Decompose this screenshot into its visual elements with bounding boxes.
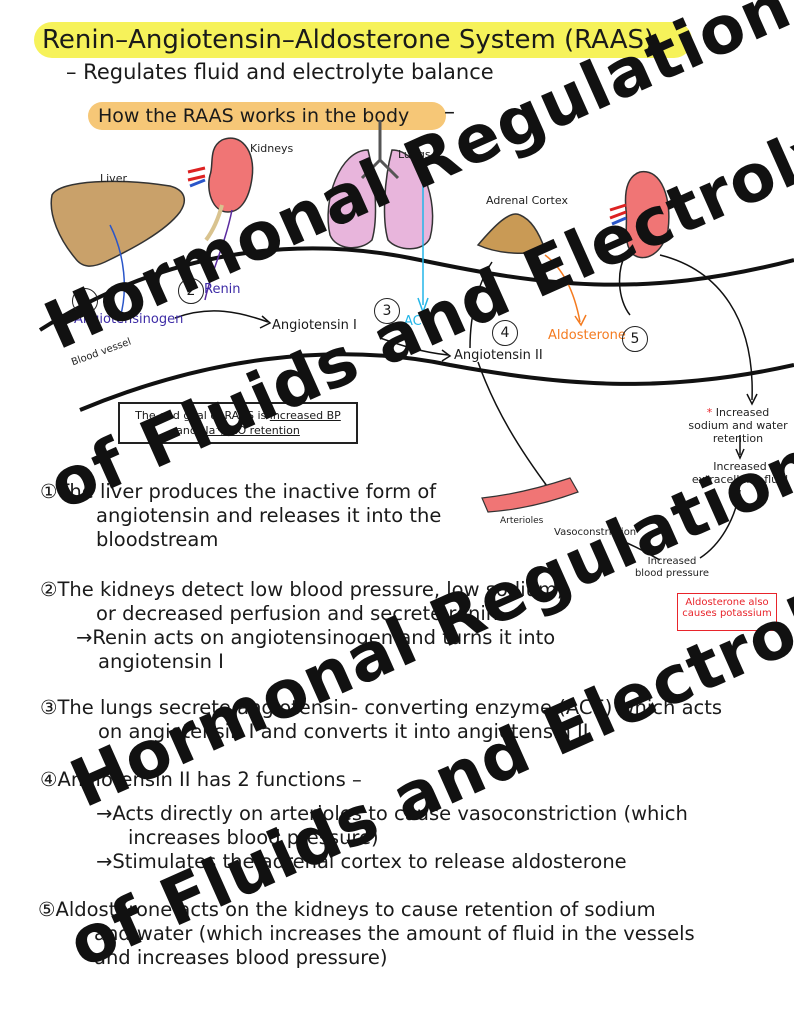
step-number-5: 5 bbox=[622, 326, 648, 352]
blood-vessel-bottom bbox=[79, 352, 794, 412]
step-4-line-1: ④Angiotensin II has 2 functions – bbox=[40, 768, 362, 791]
kidneys-label: Kidneys bbox=[250, 142, 294, 155]
step-3-line-1: ③The lungs secrete angiotensin- converti… bbox=[40, 696, 723, 719]
step-2-line-3: →Renin acts on angiotensinogen and turns… bbox=[76, 626, 556, 649]
retention-star: * bbox=[706, 406, 713, 419]
step-4-line-4: →Stimulates the adrenal cortex to releas… bbox=[96, 850, 627, 873]
retention-label: * Increased sodium and water retention bbox=[688, 406, 788, 445]
step-5-line-3: and increases blood pressure) bbox=[94, 946, 388, 969]
section-heading-dash: – bbox=[444, 100, 455, 125]
angiotensinogen-label: Angiotensinogen bbox=[74, 312, 184, 327]
end-goal-retention: Na⁺/H₂O retention bbox=[200, 424, 300, 437]
end-goal-text-1: The end goal of RAAS is bbox=[135, 409, 270, 422]
arterioles-label: Arterioles bbox=[500, 516, 544, 526]
angiotensin-1-label: Angiotensin I bbox=[272, 318, 357, 333]
end-goal-box: The end goal of RAAS is increased BP and… bbox=[118, 402, 358, 444]
step-2-line-4: angiotensin I bbox=[98, 650, 224, 673]
arteriole-illustration bbox=[481, 477, 579, 513]
page-title: Renin–Angiotensin–Aldosterone System (RA… bbox=[34, 22, 692, 58]
kidney-illustration bbox=[208, 137, 254, 213]
step-1-line-2: angiotensin and releases it into the bbox=[96, 504, 442, 527]
aldosterone-label: Aldosterone bbox=[548, 328, 626, 343]
step-number-1: 1 bbox=[72, 288, 98, 314]
liver-illustration bbox=[50, 180, 186, 267]
step-1-line-3: bloodstream bbox=[96, 528, 219, 551]
step-2-line-1: ②The kidneys detect low blood pressure, … bbox=[40, 578, 564, 601]
step-4-line-3: increases blood pressure) bbox=[128, 826, 379, 849]
end-goal-bp: increased BP bbox=[269, 409, 341, 422]
end-goal-text-2: and bbox=[176, 424, 201, 437]
step-3-line-2: on angiotensin I and converts it into an… bbox=[98, 720, 589, 743]
adrenal-label: Adrenal Cortex bbox=[486, 194, 568, 207]
vasoconstriction-label: Vasoconstriction bbox=[554, 527, 637, 538]
step-number-4: 4 bbox=[492, 320, 518, 346]
lungs-label: Lungs bbox=[398, 148, 431, 161]
renin-label: Renin bbox=[204, 282, 241, 297]
step-1-line-1: ①The liver produces the inactive form of bbox=[40, 480, 437, 503]
blood-vessel-top bbox=[38, 246, 794, 332]
step-2-line-2: or decreased perfusion and secrete renin bbox=[96, 602, 499, 625]
step-number-3: 3 bbox=[374, 298, 400, 324]
step-number-2: 2 bbox=[178, 278, 204, 304]
bp-label: Increased blood pressure bbox=[634, 556, 710, 579]
step-5-line-2: and water (which increases the amount of… bbox=[94, 922, 695, 945]
aldosterone-note-box: Aldosterone also causes potassium bbox=[677, 593, 777, 631]
angiotensin-2-label: Angiotensin II bbox=[454, 348, 543, 363]
ecf-label: Increased extracellular fluid bbox=[691, 460, 789, 486]
liver-label: Liver bbox=[100, 172, 127, 185]
step-5-line-1: ⑤Aldosterone acts on the kidneys to caus… bbox=[38, 898, 656, 921]
ace-label: ACE bbox=[404, 314, 430, 329]
page-subtitle: – Regulates fluid and electrolyte balanc… bbox=[66, 60, 494, 84]
step-4-line-2: →Acts directly on arterioles to cause va… bbox=[96, 802, 688, 825]
adrenal-illustration bbox=[476, 213, 546, 255]
section-heading: How the RAAS works in the body bbox=[88, 102, 446, 130]
kidney-right-illustration bbox=[624, 171, 670, 259]
